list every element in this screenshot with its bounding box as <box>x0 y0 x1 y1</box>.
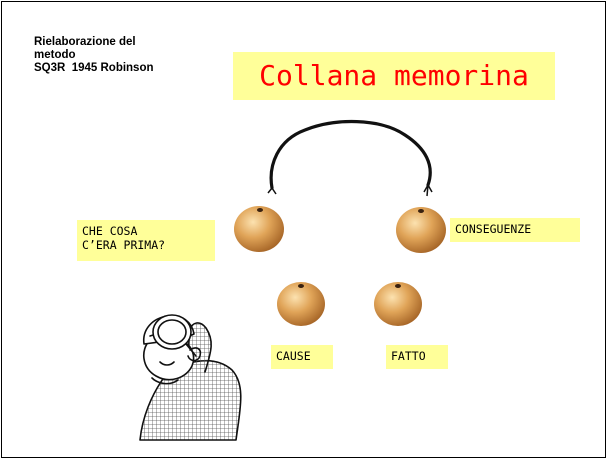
slide-title: Collana memorina <box>233 52 555 100</box>
label-fact: FATTO <box>386 345 448 369</box>
bead-bottom-left-icon <box>277 282 325 326</box>
detective-magnifier-icon <box>139 314 242 441</box>
subtitle-line-3: SQ3R 1945 Robinson <box>34 62 154 74</box>
label-causes: CAUSE <box>271 345 333 369</box>
label-what-was-before: CHE COSA C’ERA PRIMA? <box>77 220 215 261</box>
subtitle-line-2: metodo <box>34 49 76 61</box>
bead-top-left-icon <box>234 206 284 252</box>
bead-bottom-right-icon <box>374 282 422 326</box>
necklace-string-icon <box>267 119 433 197</box>
method-subtitle: Rielaborazione del metodo SQ3R 1945 Robi… <box>34 36 234 75</box>
bead-top-right-icon <box>396 207 446 253</box>
label-consequences: CONSEGUENZE <box>450 218 580 242</box>
label-before-line-2: C’ERA PRIMA? <box>82 238 166 252</box>
subtitle-line-1: Rielaborazione del <box>34 36 136 48</box>
label-before-line-1: CHE COSA <box>82 224 138 238</box>
